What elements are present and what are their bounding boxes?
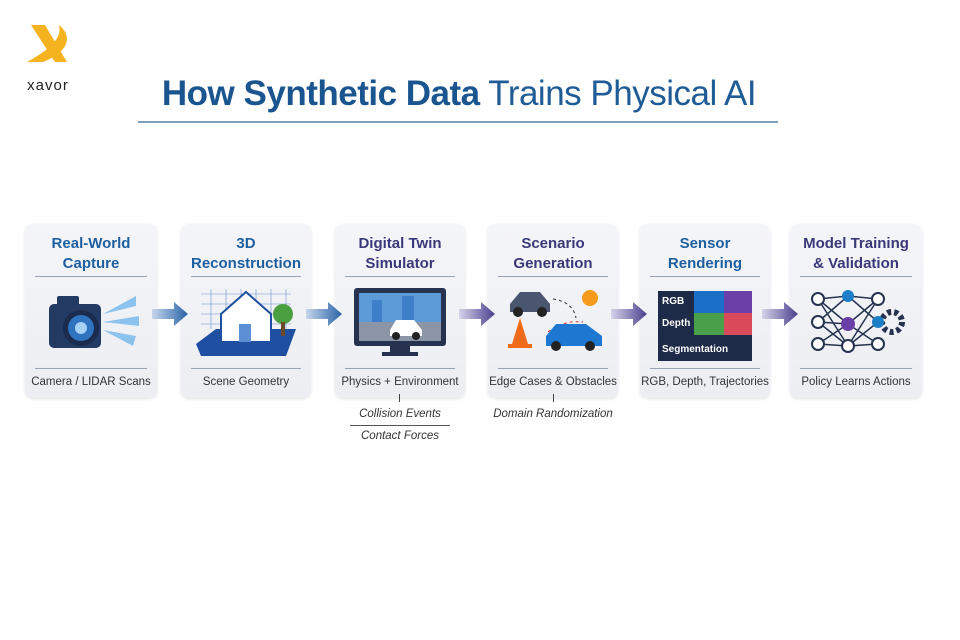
layer-rgb: RGB <box>662 296 685 307</box>
step-caption: Scene Geometry <box>202 376 290 388</box>
step-caption: Physics + Environment <box>341 376 459 388</box>
step-title-line: Capture <box>62 255 120 272</box>
title-bold: How Synthetic Data <box>161 74 480 113</box>
step-title-line: Generation <box>513 255 593 272</box>
step-title-line: Model Training <box>803 235 909 252</box>
title-regular: Trains Physical AI <box>488 74 757 113</box>
layer-segmentation: Segmentation <box>662 344 729 355</box>
arrow-right-icon <box>306 302 342 326</box>
xavor-logo: xavor <box>18 22 78 94</box>
camera-lidar-icon <box>49 296 139 348</box>
xavor-logo-icon <box>27 25 67 62</box>
note-collision-events: Collision Events <box>359 408 441 420</box>
step-3d-reconstruction: 3D Reconstruction Scene Geometry <box>181 224 311 398</box>
step-title-line: & Validation <box>813 255 899 272</box>
step-caption: Camera / LIDAR Scans <box>31 376 151 388</box>
note-domain-randomization: Domain Randomization <box>493 408 613 420</box>
step-title-line: Rendering <box>667 255 743 272</box>
page-title: How Synthetic Data Trains Physical AI <box>0 74 918 114</box>
arrow-right-icon <box>611 302 647 326</box>
step-model-training: Model Training & Validation Policy Learns… <box>790 224 922 398</box>
monitor-car-icon <box>354 288 446 356</box>
step-title-line: Scenario <box>521 235 585 252</box>
step-title-line: Simulator <box>365 255 435 272</box>
arrow-right-icon <box>762 302 798 326</box>
arrow-right-icon <box>152 302 188 326</box>
title-divider <box>138 121 778 123</box>
step-caption: Edge Cases & Obstacles <box>489 376 617 388</box>
neural-network-icon <box>811 290 905 353</box>
step-title-line: Sensor <box>679 235 731 252</box>
step-caption: Policy Learns Actions <box>801 376 911 388</box>
step-title-line: 3D <box>236 235 256 252</box>
step-caption: RGB, Depth, Trajectories <box>641 376 769 388</box>
step-title-line: Reconstruction <box>190 255 301 272</box>
note-contact-forces: Contact Forces <box>361 430 439 442</box>
step-title-line: Real-World <box>51 235 131 252</box>
sensor-layers-icon: RGB Depth Segmentation <box>658 291 752 361</box>
layer-depth: Depth <box>662 318 691 329</box>
arrow-right-icon <box>459 302 495 326</box>
house-grid-icon <box>196 289 296 356</box>
step-title-line: Digital Twin <box>358 235 442 252</box>
scenario-cars-icon <box>508 290 602 351</box>
logo-text: xavor <box>27 77 69 94</box>
